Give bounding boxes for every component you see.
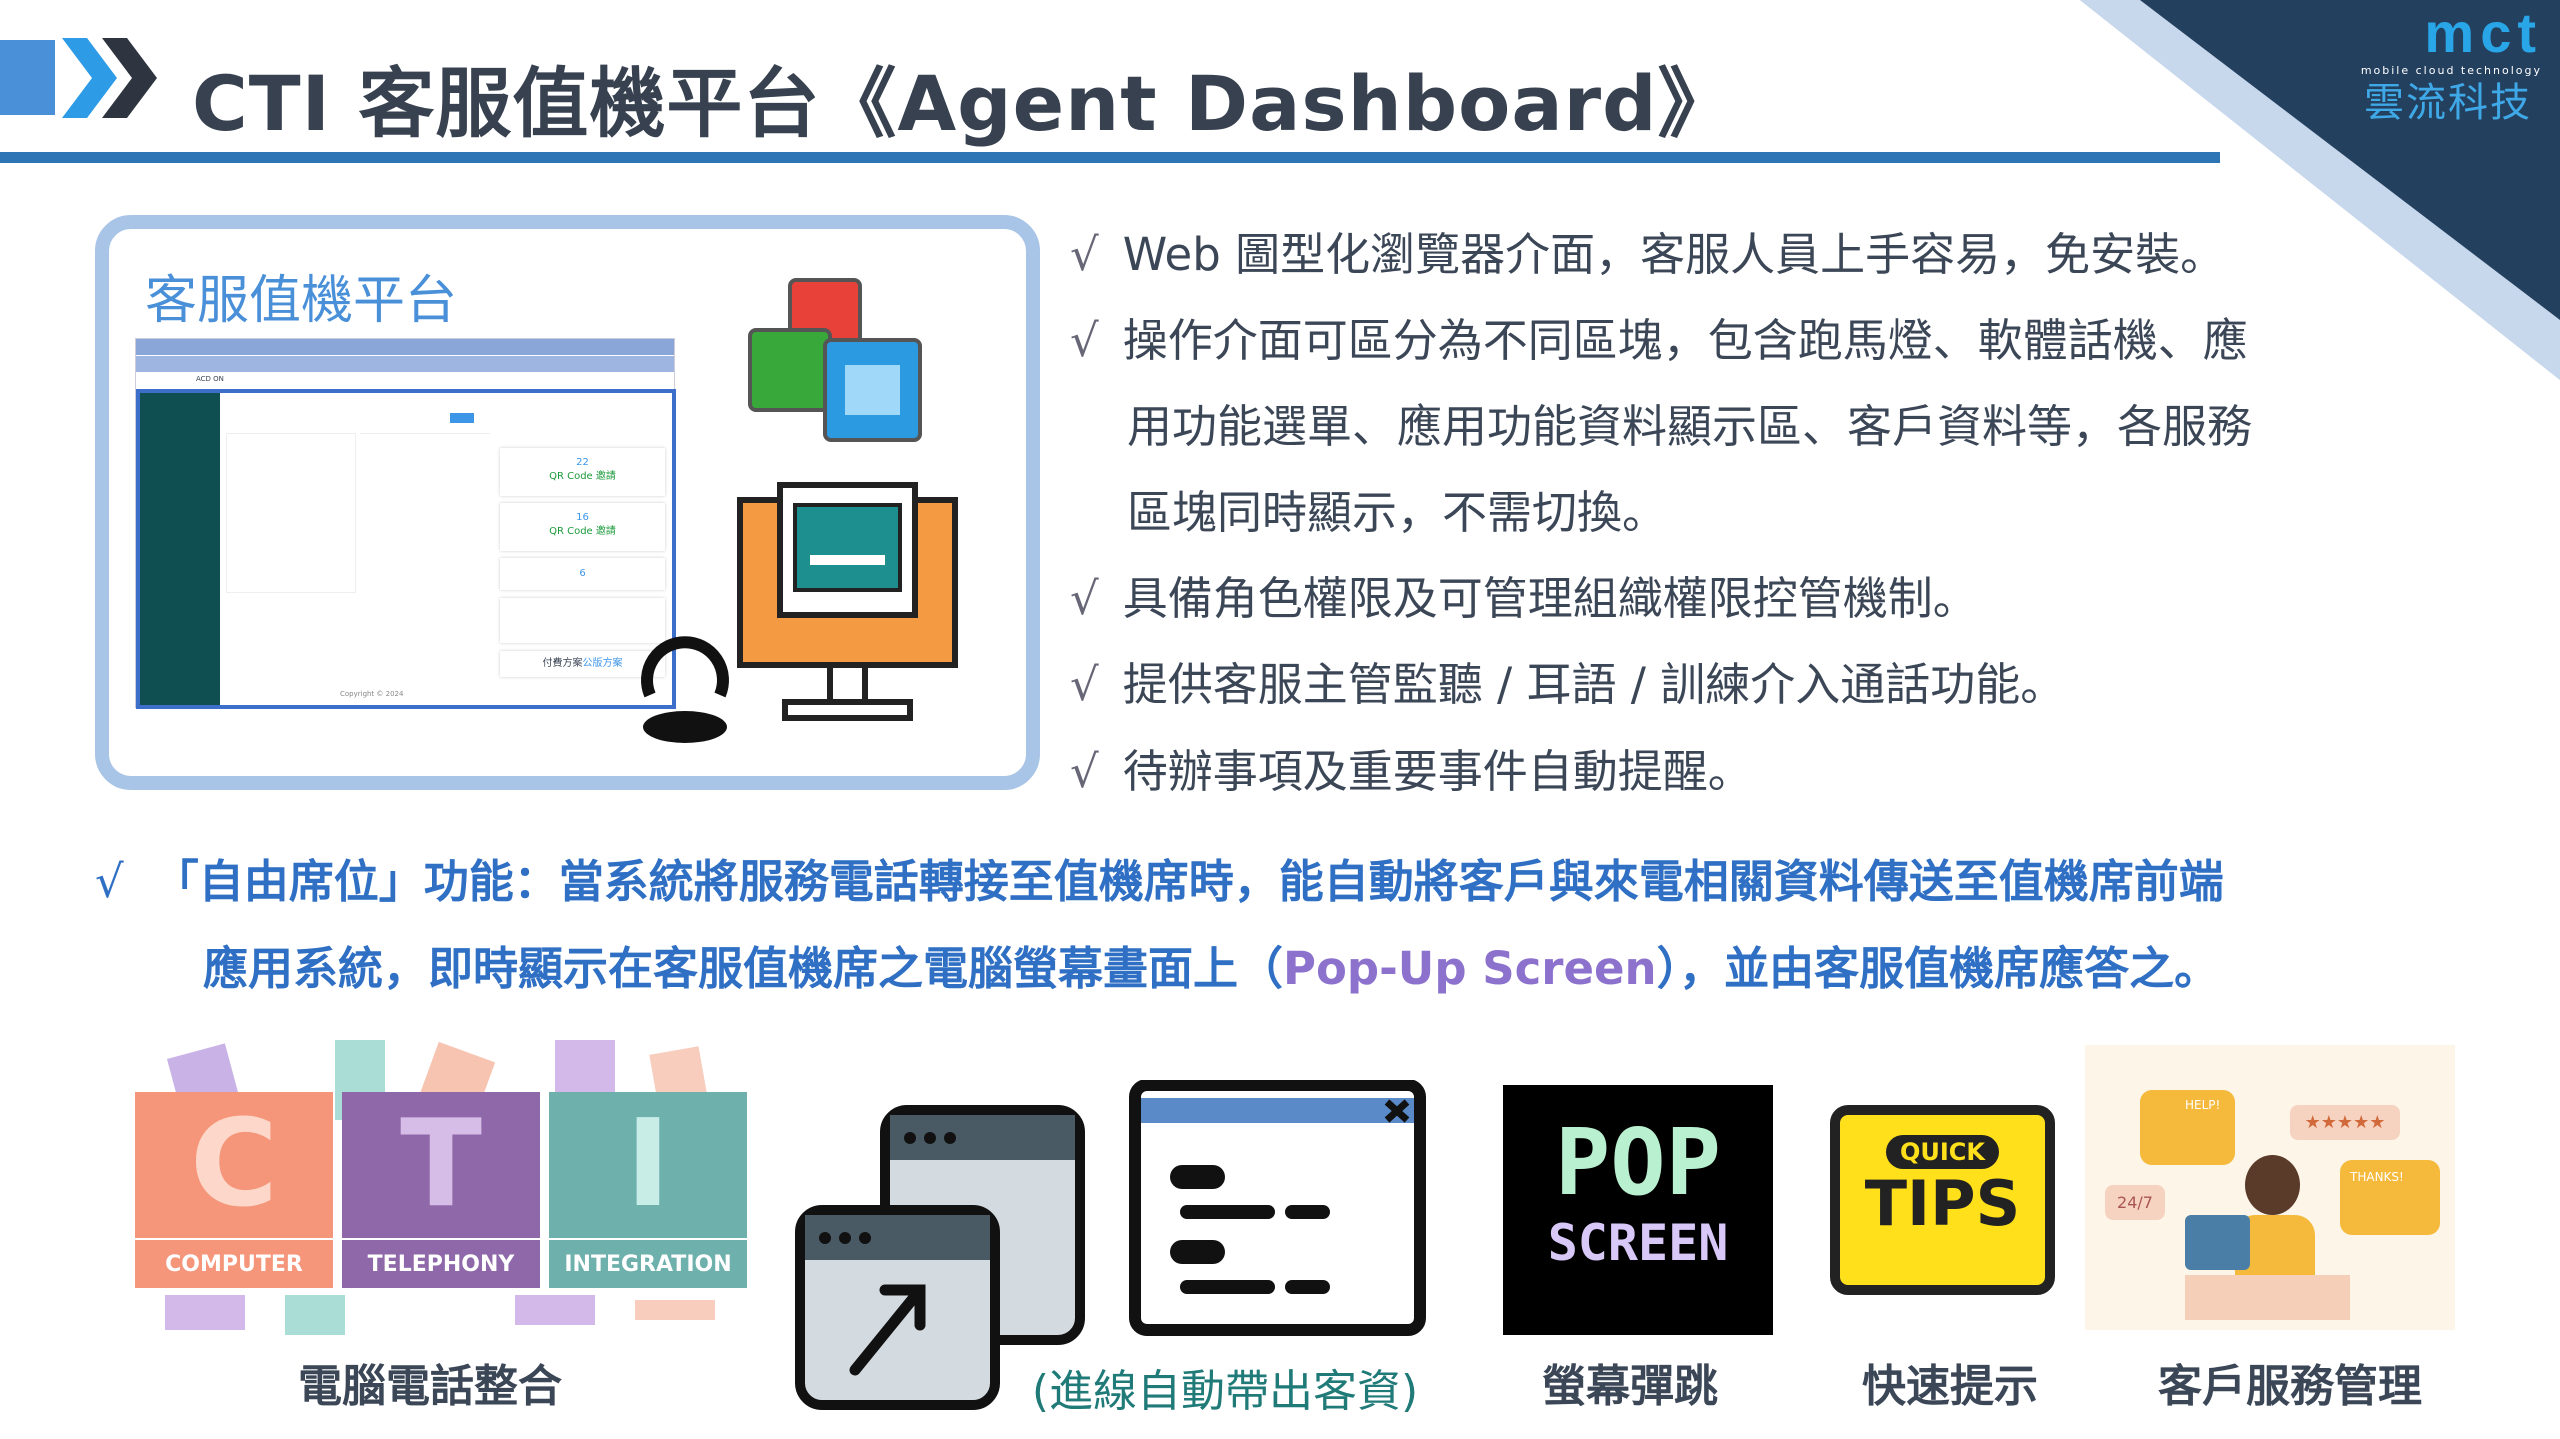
feature-label: (進線自動帶出客資) — [1031, 1366, 1419, 1417]
panel-title: 客服值機平台 — [145, 271, 458, 331]
plan-label: 付費方案 — [542, 658, 583, 669]
corner-decoration — [2080, 0, 2560, 380]
cti-letter-c: C — [135, 1092, 333, 1238]
pop-screen-art: POP SCREEN — [1503, 1085, 1773, 1335]
feature-label: 客戶服務管理 — [2158, 1361, 2422, 1412]
feature-bullet-continued: 區塊同時顯示，不需切換。 — [1127, 486, 1668, 539]
feature-label: 快速提示 — [1862, 1361, 2038, 1412]
logo-mark: mct — [2424, 1, 2542, 64]
feature-bullet: √Web 圖型化瀏覽器介面，客服人員上手容易，免安裝。 — [1070, 228, 2226, 281]
cti-caption: COMPUTER — [135, 1240, 333, 1288]
quick-tips-art: QUICK TIPS — [1830, 1105, 2055, 1295]
feature-bullet: √操作介面可區分為不同區塊，包含跑馬燈、軟體話機、應 — [1070, 314, 2248, 367]
copyright: Copyright © 2024 — [340, 690, 404, 698]
plan-value[interactable]: 公版方案 — [582, 658, 623, 669]
windows-icon — [748, 278, 922, 442]
feature-bullet-continued: 用功能選單、應用功能資料顯示區、客戶資料等，各服務 — [1127, 400, 2253, 453]
page-title: CTI 客服值機平台《Agent Dashboard》 — [192, 59, 1735, 148]
computer-monitor-icon — [737, 482, 958, 721]
header-square — [0, 40, 55, 115]
qr-invite-link[interactable]: QR Code 邀請 — [549, 471, 616, 482]
stat-value: 16 — [576, 512, 589, 523]
headset-icon — [641, 636, 729, 743]
free-seating-bullet-continued: 應用系統，即時顯示在客服值機席之電腦螢幕畫面上（Pop-Up Screen），並… — [203, 942, 2220, 995]
qr-invite-link[interactable]: QR Code 邀請 — [549, 526, 616, 537]
tab-acd[interactable]: ACD ON — [196, 375, 224, 383]
feature-bullet: √待辦事項及重要事件自動提醒。 — [1070, 745, 1753, 798]
pop-up-screen-term: Pop-Up Screen — [1283, 942, 1657, 995]
cti-caption: TELEPHONY — [342, 1240, 540, 1288]
logo-tagline: mobile cloud technology — [2360, 64, 2542, 77]
feature-label: 電腦電話整合 — [298, 1361, 562, 1412]
stat-value: 22 — [576, 457, 589, 468]
cti-letter-i: I — [549, 1092, 747, 1238]
customer-service-art: HELP! THANKS! 24/7 ★★★★★ — [2085, 1045, 2455, 1330]
popup-windows-icon — [795, 1080, 1426, 1410]
cti-letter-t: T — [342, 1092, 540, 1238]
feature-label: 螢幕彈跳 — [1542, 1361, 1718, 1412]
stat-value: 6 — [500, 558, 665, 590]
chevron-icon — [62, 38, 157, 118]
logo-chinese: 雲流科技 — [2364, 80, 2532, 126]
header-rule — [0, 152, 2220, 163]
free-seating-bullet: √「自由席位」功能：當系統將服務電話轉接至值機席時，能自動將客戶與來電相關資料傳… — [95, 855, 2224, 908]
feature-bullet: √提供客服主管監聽 / 耳語 / 訓練介入通話功能。 — [1070, 658, 2066, 711]
cti-caption: INTEGRATION — [549, 1240, 747, 1288]
feature-bullet: √具備角色權限及可管理組織權限控管機制。 — [1070, 572, 1978, 625]
dashboard-screenshot: ACD ON 22 QR Code 邀請 16 QR Code 邀請 6 付費方… — [135, 338, 676, 709]
